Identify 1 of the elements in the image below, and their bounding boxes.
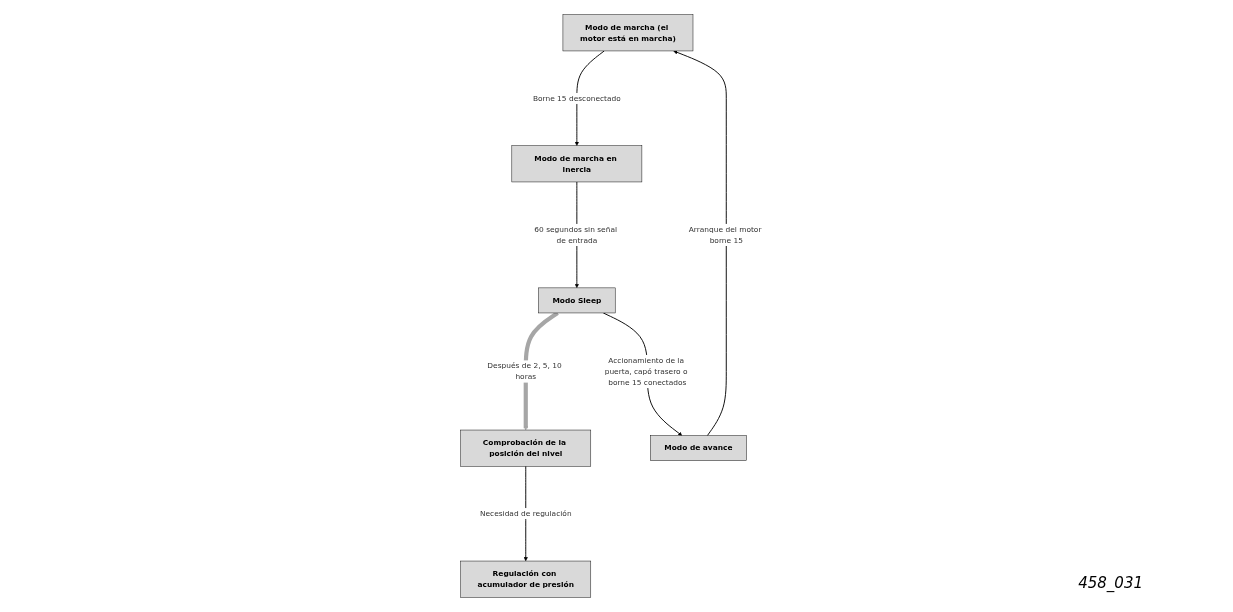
figure-number: 458_031 xyxy=(1078,574,1143,592)
